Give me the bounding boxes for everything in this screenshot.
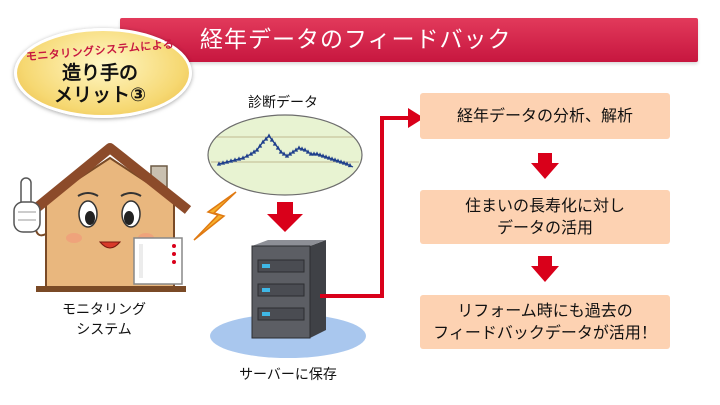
title-bar [120, 18, 698, 62]
graph-marker [314, 151, 320, 156]
graph-marker [332, 157, 338, 162]
graph-marker [232, 157, 238, 162]
server-icon [251, 240, 326, 339]
diagnostic-label: 診断データ [248, 95, 318, 111]
graph-marker [254, 147, 260, 152]
step-down-arrow-2 [531, 256, 559, 282]
graph-marker [317, 152, 323, 157]
house-label: モニタリング システム [54, 300, 154, 340]
graph-marker [216, 161, 222, 166]
graph-marker [326, 155, 332, 160]
graph-marker [293, 147, 299, 152]
house-label-line1: モニタリング [62, 302, 146, 318]
step-reform-line1: リフォーム時にも過去の [457, 301, 633, 320]
graph-marker [299, 146, 305, 151]
graph-marker [263, 136, 269, 141]
graph-marker [296, 145, 302, 150]
graph-marker [284, 153, 290, 158]
badge-line2: メリット③ [53, 84, 147, 106]
pointing-finger-icon [13, 177, 41, 233]
step-analysis-line1: 経年データの分析、解析 [456, 106, 633, 125]
graph-marker [228, 158, 234, 163]
graph-markers [216, 133, 353, 168]
merit-badge [14, 28, 192, 118]
graph-marker [341, 160, 347, 165]
graph-marker [260, 139, 266, 144]
graph-marker [251, 149, 257, 154]
graph-to-server-arrow [267, 202, 303, 232]
graph-marker [329, 156, 335, 161]
graph-marker [244, 153, 250, 158]
graph-marker [220, 160, 226, 165]
step-reform-line2: フィードバックデータが活用！ [433, 323, 657, 342]
server-label: サーバーに保存 [239, 367, 337, 383]
house-label-line2: システム [76, 322, 132, 338]
server-to-analysis-arrow [320, 108, 424, 298]
graph-marker [240, 155, 246, 160]
graph-marker [278, 149, 284, 154]
graph-marker [344, 161, 350, 166]
badge-line1: 造り手の [61, 62, 138, 84]
graph-marker [311, 151, 317, 156]
step-longevity-line1: 住まいの長寿化に対し [464, 196, 625, 215]
page-title: 経年データのフィードバック [200, 27, 512, 53]
step-longevity: 住まいの長寿化に対し データの活用 [420, 190, 670, 244]
graph-marker [275, 145, 281, 150]
step-reform: リフォーム時にも過去の フィードバックデータが活用！ [420, 295, 670, 349]
graph-marker [347, 162, 353, 168]
graph-marker [308, 151, 314, 156]
graph-marker [290, 149, 296, 154]
graph-marker [236, 156, 242, 161]
graph-marker [302, 147, 308, 152]
graph-marker [335, 158, 341, 163]
step-down-arrow-1 [531, 153, 559, 179]
graph-marker [269, 137, 275, 142]
graph-marker [272, 141, 278, 146]
graph-marker [287, 151, 293, 156]
graph-marker [224, 159, 230, 164]
graph-marker [266, 133, 272, 138]
graph-marker [320, 153, 326, 158]
graph-marker [257, 143, 263, 148]
step-longevity-line2: データの活用 [496, 218, 593, 237]
graph-marker [281, 151, 287, 156]
lightning-bolt-icon [193, 191, 237, 241]
graph-marker [323, 154, 329, 159]
diagnostic-graph [207, 114, 363, 196]
graph-marker [338, 159, 344, 164]
house-character [30, 143, 192, 292]
step-analysis: 経年データの分析、解析 [420, 93, 670, 139]
graph-marker [305, 149, 311, 154]
graph-marker [248, 151, 254, 156]
